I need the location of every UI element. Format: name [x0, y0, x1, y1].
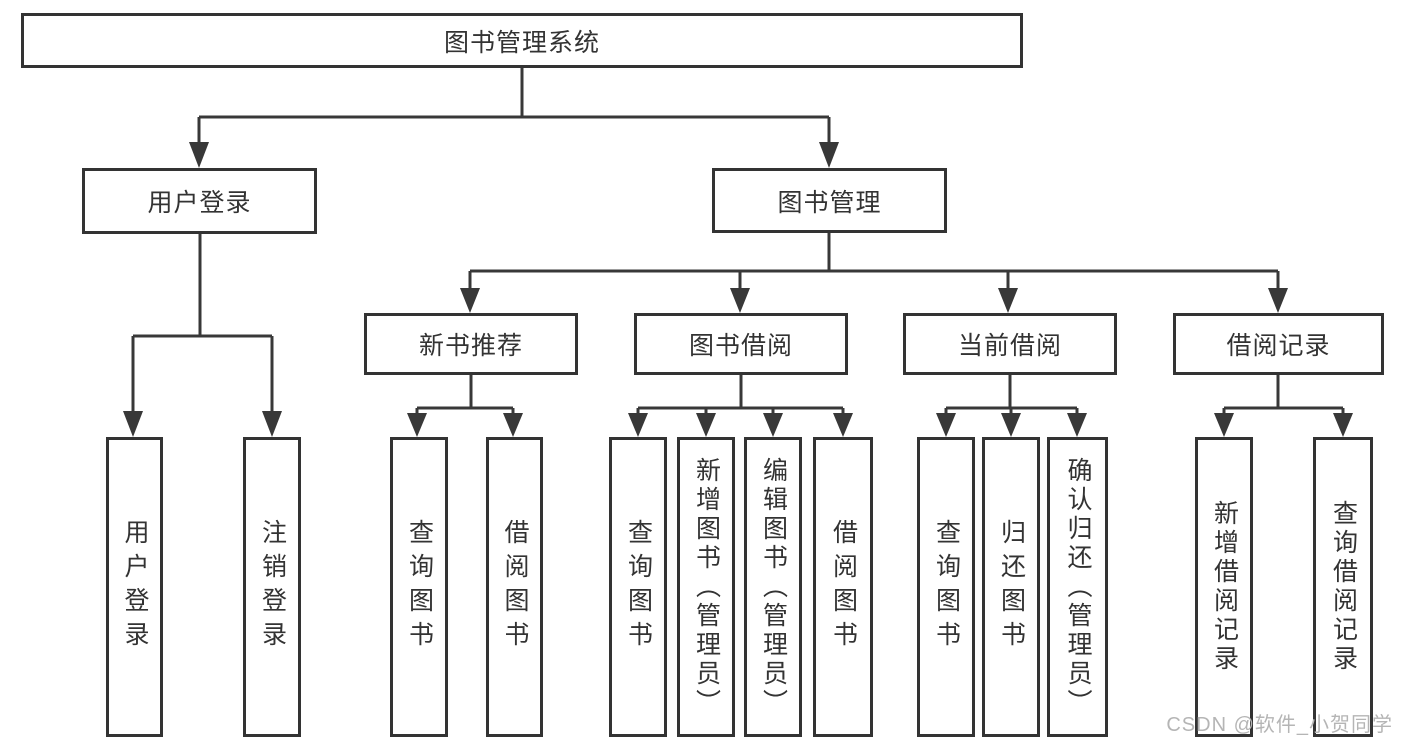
node-book-management: 图书管理 — [712, 168, 947, 233]
leaf-borrow-edit-book: 编辑图书（管理员） — [744, 437, 802, 737]
leaf-newbook-query-label: 查询图书 — [405, 519, 434, 655]
leaf-borrow-add-book: 新增图书（管理员） — [677, 437, 735, 737]
leaf-current-return: 归还图书 — [982, 437, 1040, 737]
node-borrow-record-label: 借阅记录 — [1226, 332, 1331, 360]
node-new-book-recommend-label: 新书推荐 — [418, 332, 523, 360]
leaf-newbook-borrow: 借阅图书 — [486, 437, 543, 737]
leaf-logout-label: 注销登录 — [258, 519, 287, 655]
node-user-login-label: 用户登录 — [147, 189, 252, 217]
leaf-borrow-edit-book-label: 编辑图书（管理员） — [759, 456, 788, 718]
connector-borrow-record-children — [1214, 375, 1353, 437]
leaf-record-add: 新增借阅记录 — [1195, 437, 1253, 737]
leaf-borrow-book: 借阅图书 — [813, 437, 873, 737]
leaf-current-confirm-return: 确认归还（管理员） — [1047, 437, 1108, 737]
node-library-system-label: 图书管理系统 — [443, 28, 600, 57]
connector-root-to-level1 — [189, 68, 839, 168]
node-book-borrow: 图书借阅 — [634, 313, 848, 375]
csdn-watermark: CSDN @软件_小贺同学 — [1166, 714, 1393, 736]
connector-new-book-children — [407, 375, 523, 437]
connector-book-borrow-children — [628, 375, 853, 437]
leaf-logout: 注销登录 — [243, 437, 301, 737]
leaf-user-login-label: 用户登录 — [121, 519, 149, 655]
leaf-record-query-label: 查询借阅记录 — [1329, 500, 1358, 674]
leaf-current-query-label: 查询图书 — [932, 519, 961, 655]
connector-user-login-children — [123, 234, 282, 437]
leaf-record-query: 查询借阅记录 — [1313, 437, 1373, 737]
leaf-user-login: 用户登录 — [106, 437, 163, 737]
node-user-login: 用户登录 — [82, 168, 317, 234]
leaf-borrow-query-label: 查询图书 — [624, 519, 653, 655]
leaf-borrow-book-label: 借阅图书 — [829, 519, 858, 655]
node-book-management-label: 图书管理 — [777, 188, 882, 217]
node-new-book-recommend: 新书推荐 — [364, 313, 578, 375]
leaf-current-confirm-return-label: 确认归还（管理员） — [1064, 456, 1092, 718]
node-current-borrow: 当前借阅 — [903, 313, 1117, 375]
connector-current-borrow-children — [936, 375, 1087, 437]
leaf-newbook-query: 查询图书 — [390, 437, 448, 737]
connector-book-mgmt-sections — [460, 233, 1288, 313]
leaf-record-add-label: 新增借阅记录 — [1210, 500, 1239, 674]
node-borrow-record: 借阅记录 — [1173, 313, 1384, 375]
leaf-current-query: 查询图书 — [917, 437, 975, 737]
leaf-newbook-borrow-label: 借阅图书 — [501, 519, 529, 655]
leaf-borrow-add-book-label: 新增图书（管理员） — [692, 456, 721, 718]
leaf-borrow-query: 查询图书 — [609, 437, 667, 737]
leaf-current-return-label: 归还图书 — [997, 519, 1026, 655]
node-current-borrow-label: 当前借阅 — [957, 332, 1062, 360]
node-book-borrow-label: 图书借阅 — [688, 332, 793, 360]
node-library-system: 图书管理系统 — [21, 13, 1023, 68]
